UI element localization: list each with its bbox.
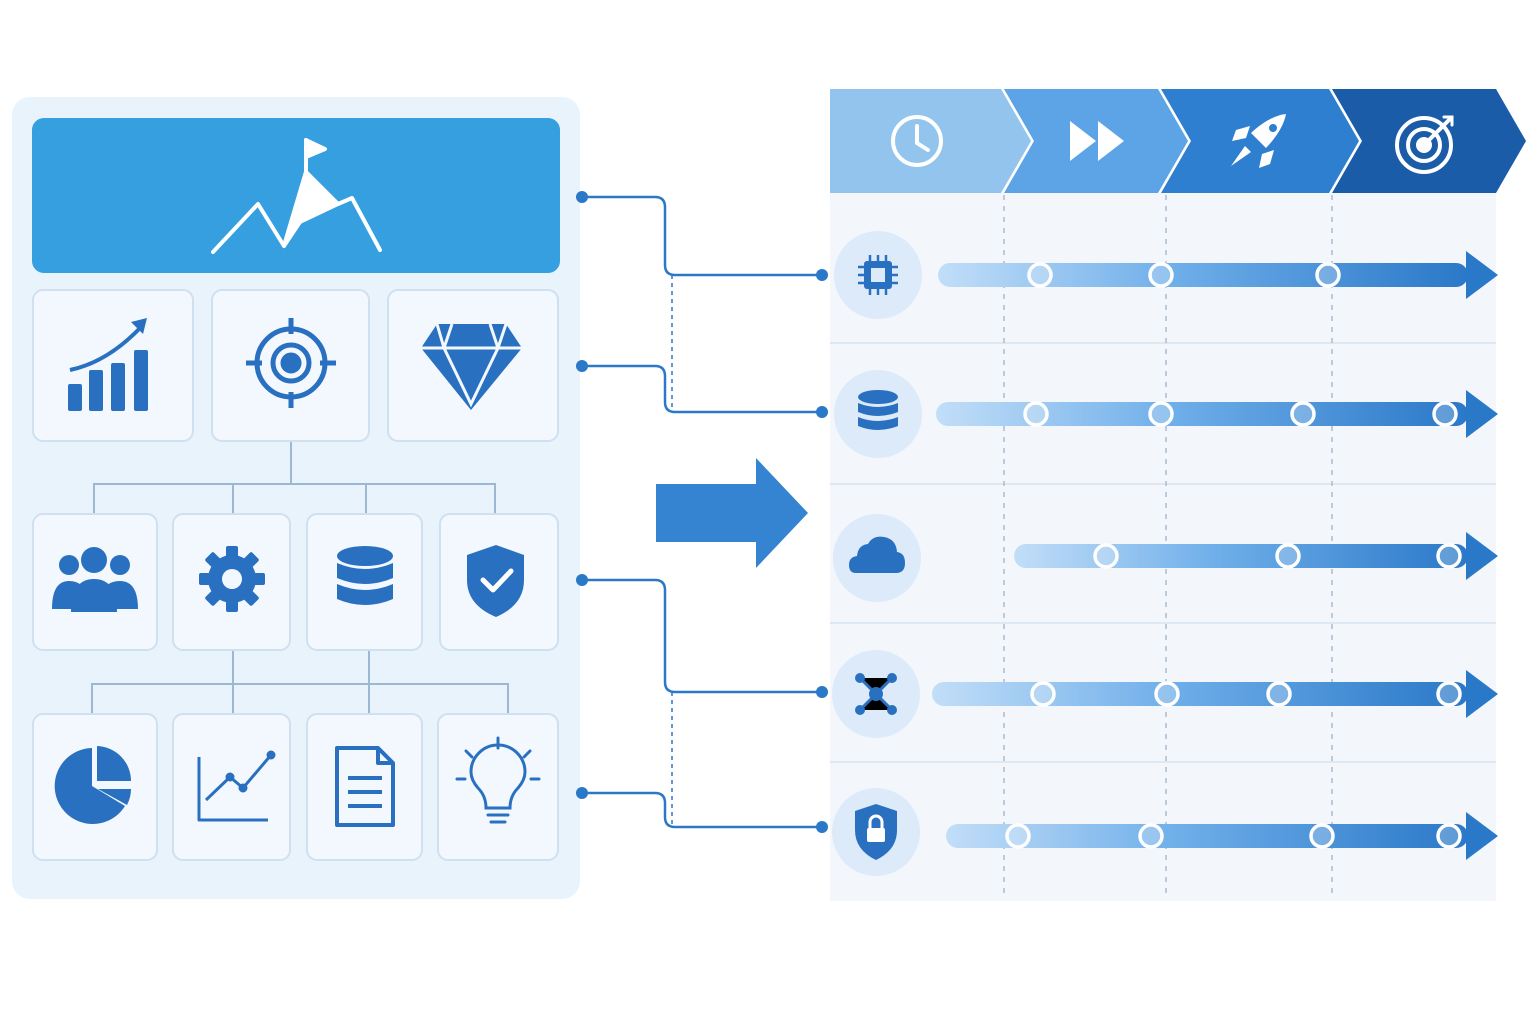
track-arrowhead (1466, 670, 1498, 718)
card-security[interactable] (439, 513, 559, 651)
milestone-marker[interactable] (1436, 823, 1462, 849)
track-arrowhead (1466, 532, 1498, 580)
document-icon (335, 746, 395, 827)
connector-lines (582, 195, 822, 829)
progress-track-row-3[interactable] (1014, 532, 1498, 580)
database-icon (858, 390, 898, 430)
progress-track-row-1[interactable] (938, 251, 1498, 299)
network-icon (855, 673, 897, 715)
milestone-marker[interactable] (1275, 543, 1301, 569)
card-document[interactable] (306, 713, 423, 861)
roadmap-timeline (830, 89, 1526, 901)
track-bar (938, 263, 1468, 287)
track-arrowhead (1466, 812, 1498, 860)
gear-icon (199, 546, 265, 612)
stage-3[interactable] (1161, 89, 1359, 193)
track-arrowhead (1466, 390, 1498, 438)
track-bar (936, 402, 1468, 426)
connector-endpoints (576, 191, 828, 833)
card-database[interactable] (306, 513, 423, 651)
card-line-chart[interactable] (172, 713, 291, 861)
shield-check-icon (467, 545, 524, 617)
pie-chart-icon (54, 746, 131, 824)
progress-track-row-2[interactable] (936, 390, 1498, 438)
progress-tracks (932, 251, 1498, 860)
milestone-marker[interactable] (1315, 262, 1341, 288)
milestone-marker[interactable] (1027, 262, 1053, 288)
milestone-marker[interactable] (1436, 543, 1462, 569)
milestone-marker[interactable] (1005, 823, 1031, 849)
milestone-marker[interactable] (1290, 401, 1316, 427)
milestone-marker[interactable] (1309, 823, 1335, 849)
rocket-icon (1231, 114, 1286, 168)
milestone-marker[interactable] (1154, 681, 1180, 707)
right-arrow-icon (656, 458, 808, 568)
fast-forward-icon (1070, 121, 1124, 161)
clock-icon (891, 115, 943, 167)
milestone-marker[interactable] (1432, 401, 1458, 427)
capability-panel (12, 97, 580, 899)
track-arrowhead (1466, 251, 1498, 299)
shield-lock-icon (855, 804, 897, 860)
card-target[interactable] (211, 289, 370, 442)
milestone-marker[interactable] (1138, 823, 1164, 849)
stage-chevrons (830, 89, 1526, 193)
target-icon (246, 318, 336, 408)
cloud-icon (849, 536, 905, 573)
stage-gridlines (1003, 195, 1333, 895)
target-dart-icon (1395, 115, 1454, 174)
row-2[interactable] (834, 370, 922, 458)
database-icon (337, 546, 393, 605)
track-bar (1014, 544, 1468, 568)
card-lightbulb[interactable] (437, 713, 559, 861)
progress-track-row-4[interactable] (932, 670, 1498, 718)
row-5[interactable] (832, 788, 920, 876)
track-bar (932, 682, 1468, 706)
card-team[interactable] (32, 513, 158, 651)
stage-1[interactable] (830, 89, 1031, 193)
progress-track-row-5[interactable] (946, 812, 1498, 860)
milestone-marker[interactable] (1030, 681, 1056, 707)
milestone-marker[interactable] (1436, 681, 1462, 707)
team-icon (52, 547, 138, 612)
growth-chart-icon (68, 318, 148, 411)
diamond-icon (421, 323, 522, 410)
lightbulb-icon (455, 736, 541, 824)
row-1[interactable] (834, 231, 922, 319)
stage-4[interactable] (1332, 89, 1526, 193)
row-3[interactable] (833, 514, 921, 602)
milestone-marker[interactable] (1148, 262, 1174, 288)
milestone-marker[interactable] (1266, 681, 1292, 707)
card-growth[interactable] (32, 289, 194, 442)
milestone-marker[interactable] (1148, 401, 1174, 427)
card-pie-chart[interactable] (32, 713, 158, 861)
stage-2[interactable] (1004, 89, 1188, 193)
milestone-marker[interactable] (1093, 543, 1119, 569)
row-4[interactable] (832, 650, 920, 738)
mountain-flag-icon (211, 138, 382, 254)
track-bar (946, 824, 1468, 848)
hierarchy-lines (91, 441, 509, 714)
card-diamond[interactable] (387, 289, 559, 442)
row-dividers (830, 342, 1496, 763)
goal-header[interactable] (32, 118, 560, 273)
chip-icon (858, 255, 898, 295)
milestone-marker[interactable] (1023, 401, 1049, 427)
card-gear[interactable] (172, 513, 291, 651)
line-chart-icon (197, 750, 276, 822)
